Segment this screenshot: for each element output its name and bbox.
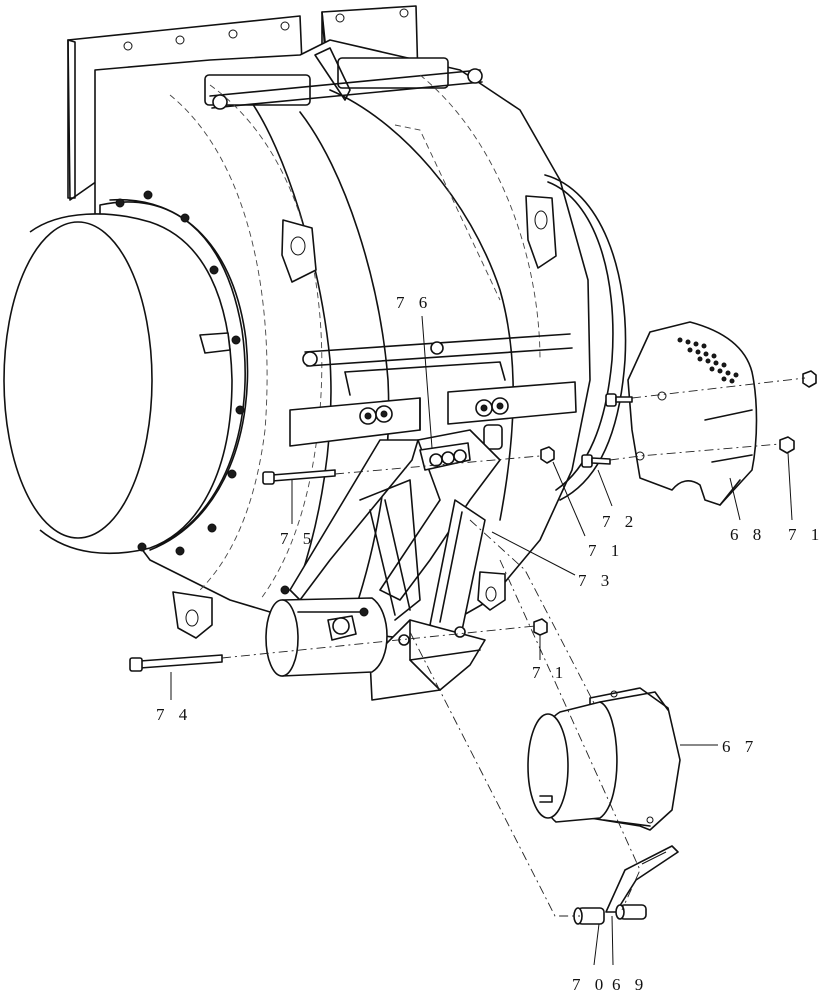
callout-76: 7 6 [396, 293, 432, 312]
nut-71-middle [540, 446, 555, 464]
nut-71-lower [533, 618, 548, 636]
nut-top-right [802, 370, 817, 388]
callout-67: 6 7 [722, 737, 758, 756]
nut-71-upper [779, 436, 795, 454]
guard-perforations [677, 337, 739, 384]
callout-74: 7 4 [156, 705, 192, 724]
callout-labels: 6 7 6 8 6 9 7 0 7 1 7 1 7 1 7 2 7 3 7 4 … [156, 293, 820, 994]
leader-lines [170, 315, 793, 966]
callout-72: 7 2 [602, 512, 638, 531]
assembly-centerlines [221, 377, 806, 917]
drive-motor [265, 585, 388, 677]
callout-69: 6 9 [612, 975, 648, 994]
callout-68: 6 8 [730, 525, 766, 544]
callout-71-lower: 7 1 [532, 663, 568, 682]
long-bolt-74 [129, 654, 223, 672]
long-bolt-75 [262, 469, 336, 485]
callout-73: 7 3 [578, 571, 614, 590]
callout-75: 7 5 [280, 529, 316, 548]
flange-bolts [115, 190, 245, 556]
support-bracket [289, 429, 501, 701]
guard-cover-68 [627, 321, 758, 506]
callout-71-upper: 7 1 [788, 525, 820, 544]
bolt-72 [581, 393, 633, 468]
end-drum [3, 190, 249, 556]
cover-67 [527, 687, 681, 831]
clamp-blocks [289, 361, 577, 450]
lever-69 [605, 845, 679, 920]
callout-70: 7 0 [572, 975, 608, 994]
callout-71-middle: 7 1 [588, 541, 624, 560]
